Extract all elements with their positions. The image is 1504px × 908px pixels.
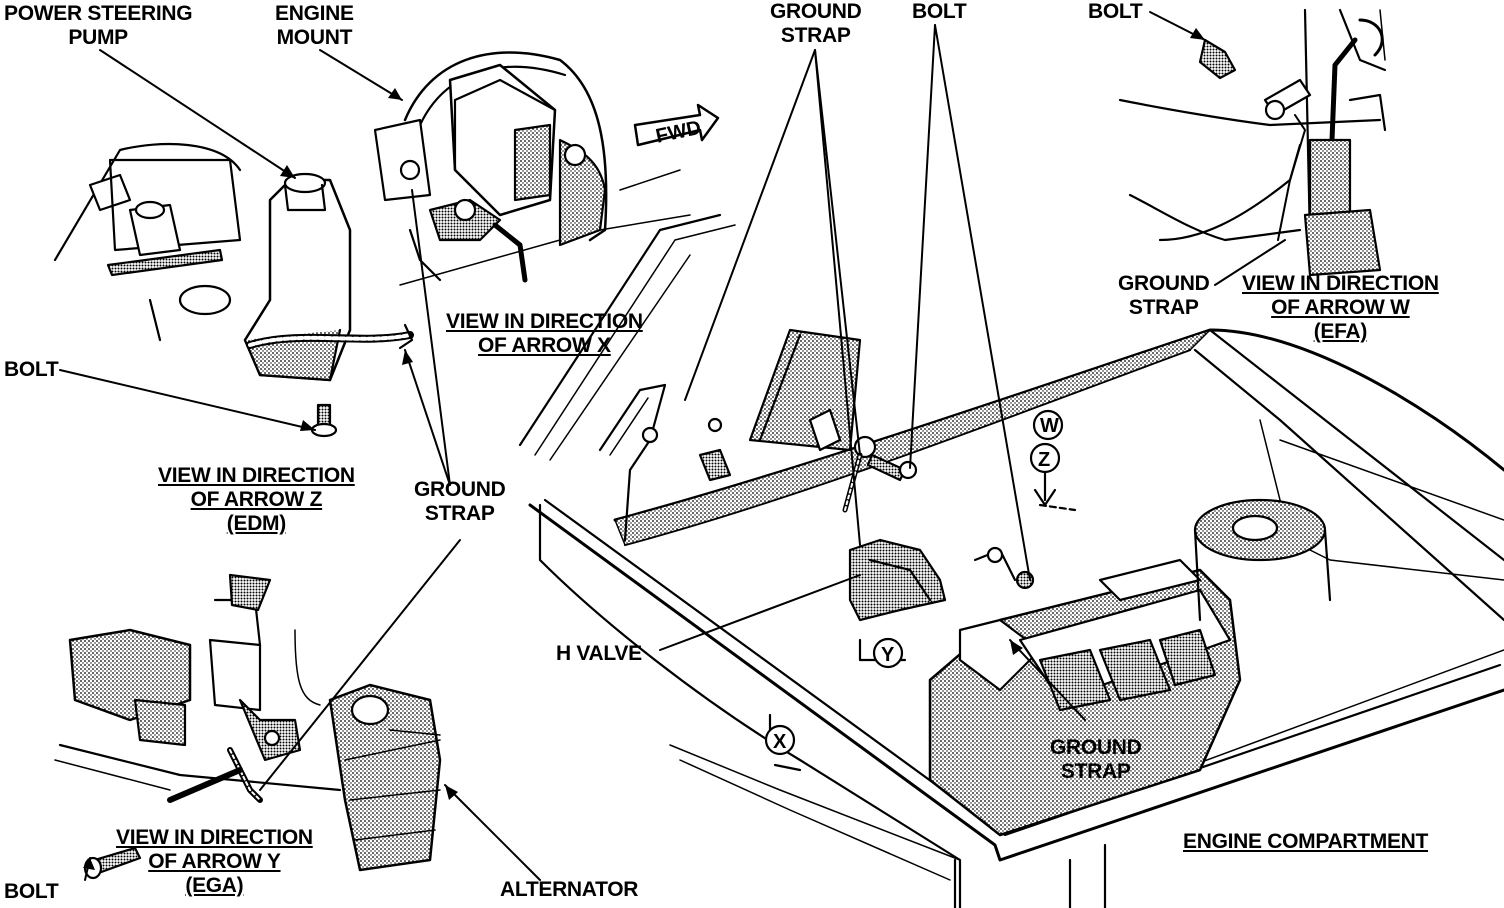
label-view-x: VIEW IN DIRECTION OF ARROW X bbox=[446, 310, 643, 357]
marker-y: Y bbox=[881, 644, 895, 666]
marker-w: W bbox=[1040, 415, 1059, 437]
h-valve bbox=[848, 538, 1035, 622]
marker-x: X bbox=[773, 731, 787, 753]
label-view-y: VIEW IN DIRECTION OF ARROW Y (EGA) bbox=[116, 826, 313, 897]
label-view-w: VIEW IN DIRECTION OF ARROW W (EFA) bbox=[1242, 272, 1439, 343]
arrowheads bbox=[83, 28, 1205, 870]
label-power-steering-pump: POWER STEERING PUMP bbox=[4, 2, 193, 49]
module-bracket bbox=[748, 328, 862, 452]
label-alternator: ALTERNATOR bbox=[500, 878, 639, 901]
label-bolt-bottom: BOLT bbox=[4, 880, 59, 903]
label-ground-strap-w: GROUND STRAP bbox=[1118, 272, 1210, 319]
efa-inset bbox=[1118, 8, 1387, 277]
label-engine-mount: ENGINE MOUNT bbox=[275, 2, 354, 49]
marker-z: Z bbox=[1038, 449, 1050, 471]
label-h-valve: H VALVE bbox=[556, 642, 642, 665]
label-bolt-left: BOLT bbox=[4, 358, 59, 381]
label-ground-strap-top: GROUND STRAP bbox=[770, 0, 862, 47]
center-bolt bbox=[842, 435, 918, 513]
engine-mount-inset bbox=[373, 51, 691, 286]
engine-block bbox=[928, 498, 1332, 837]
leader-lines bbox=[59, 11, 1286, 881]
hood-hinge bbox=[598, 383, 732, 542]
label-bolt-top: BOLT bbox=[912, 0, 967, 23]
label-view-z: VIEW IN DIRECTION OF ARROW Z (EDM) bbox=[158, 464, 355, 535]
power-steering-inset bbox=[53, 142, 414, 438]
label-engine-compartment: ENGINE COMPARTMENT bbox=[1183, 830, 1429, 853]
label-ground-strap-mid: GROUND STRAP bbox=[414, 478, 506, 525]
label-bolt-top-right: BOLT bbox=[1088, 0, 1143, 23]
label-ground-strap-engine: GROUND STRAP bbox=[1050, 736, 1142, 783]
arrow-markers bbox=[633, 103, 1077, 772]
